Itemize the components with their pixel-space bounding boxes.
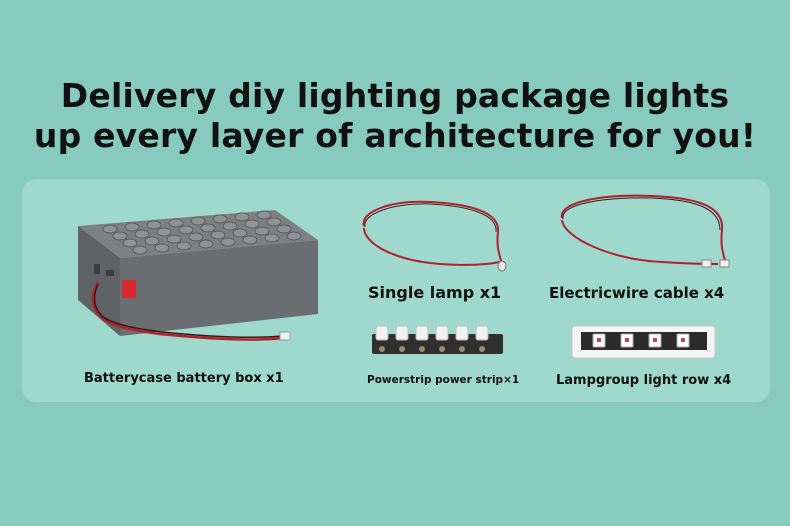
battery-box-image [70, 196, 330, 356]
headline-line-2: up every layer of architecture for you! [33, 116, 757, 155]
electric-wire-image [552, 190, 737, 278]
power-strip-image [370, 322, 505, 362]
light-row-label: Lampgroup light row x4 [556, 373, 732, 388]
battery-box-label: Batterycase battery box x1 [84, 371, 284, 386]
single-lamp-image [350, 192, 515, 280]
headline-line-1: Delivery diy lighting package lights [60, 76, 730, 115]
light-row-image [571, 324, 716, 360]
single-lamp-label: Single lamp x1 [368, 283, 502, 302]
headline: Delivery diy lighting package lights up … [0, 76, 790, 156]
electric-wire-label: Electricwire cable x4 [549, 284, 725, 302]
power-strip-label: Powerstrip power strip×1 [367, 374, 520, 386]
